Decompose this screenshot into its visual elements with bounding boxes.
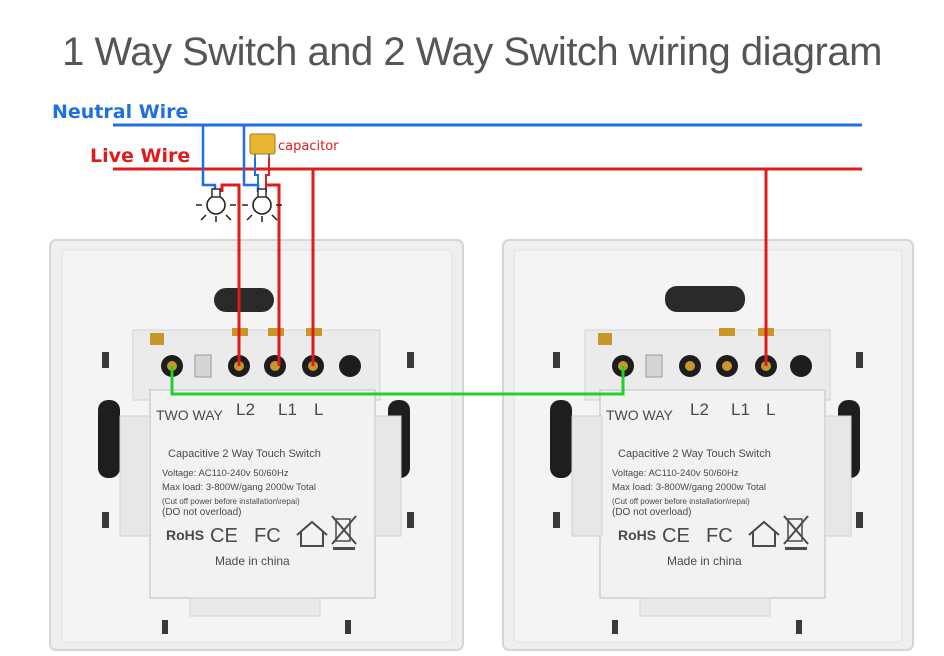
traveller-wire — [170, 366, 625, 396]
live-wire-label: Live Wire — [90, 145, 190, 167]
left-ce-mark: CE — [210, 525, 238, 547]
page-title: 1 Way Switch and 2 Way Switch wiring dia… — [62, 30, 882, 74]
right-voltage: Voltage: AC110-240v 50/60Hz — [612, 468, 739, 479]
capacitor-label: capacitor — [278, 139, 339, 154]
crossed-bin-icon — [783, 515, 809, 550]
right-max-load: Max load: 3-800W/gang 2000w Total — [612, 482, 766, 493]
bulb2-load-wire — [266, 183, 281, 366]
bulb1-load-wire — [220, 183, 241, 366]
capacitor-lead-live — [265, 157, 270, 192]
left-rohs-mark: RoHS — [166, 527, 204, 543]
left-caution: (Cut off power before installation\repai… — [162, 497, 300, 506]
right-rohs-mark: RoHS — [618, 527, 656, 543]
neutral-drop-bulb-1 — [201, 125, 217, 192]
capacitor-icon — [249, 133, 276, 158]
home-icon — [296, 520, 328, 547]
left-overload: (DO not overload) — [162, 507, 241, 518]
neutral-wire-label: Neutral Wire — [52, 101, 188, 123]
light-bulb-icon — [242, 188, 282, 222]
left-switch-panel — [49, 239, 464, 651]
right-ce-mark: CE — [662, 525, 690, 547]
home-icon — [748, 520, 780, 547]
right-overload: (DO not overload) — [612, 507, 691, 518]
right-switch-label: TWO WAY L2 L1 L Capacitive 2 Way Touch S… — [606, 400, 809, 568]
right-terminal-l1: L1 — [731, 400, 750, 419]
right-caution: (Cut off power before installation\repai… — [612, 497, 750, 506]
left-voltage: Voltage: AC110-240v 50/60Hz — [162, 468, 289, 479]
left-fc-mark: FC — [254, 525, 281, 547]
left-made-in: Made in china — [215, 554, 290, 568]
left-terminal-l2: L2 — [236, 400, 255, 419]
right-product-name: Capacitive 2 Way Touch Switch — [618, 448, 771, 460]
right-brand-text: TWO WAY — [606, 407, 674, 423]
right-fc-mark: FC — [706, 525, 733, 547]
right-terminal-l2: L2 — [690, 400, 709, 419]
right-terminal-l: L — [766, 400, 775, 419]
left-product-name: Capacitive 2 Way Touch Switch — [168, 448, 321, 460]
left-terminal-l1: L1 — [278, 400, 297, 419]
capacitor-lead-neutral — [254, 157, 259, 192]
right-switch-panel — [502, 239, 914, 651]
left-brand-text: TWO WAY — [156, 407, 224, 423]
left-switch-label: TWO WAY L2 L1 L Capacitive 2 Way Touch S… — [156, 400, 357, 568]
light-bulb-icon — [196, 188, 236, 222]
right-made-in: Made in china — [667, 554, 742, 568]
left-max-load: Max load: 3-800W/gang 2000w Total — [162, 482, 316, 493]
crossed-bin-icon — [331, 515, 357, 550]
left-terminal-l: L — [314, 400, 323, 419]
